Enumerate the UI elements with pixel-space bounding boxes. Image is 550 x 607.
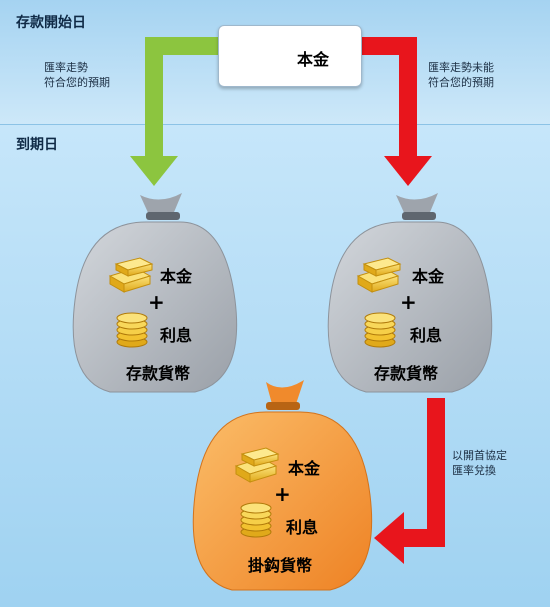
left-note: 匯率走勢 符合您的預期	[44, 60, 110, 90]
right-bag-interest: 利息	[410, 326, 443, 345]
right-bag-currency: 存款貨幣	[374, 364, 439, 383]
gray-bag-left	[72, 193, 238, 393]
gold-bars-icon	[234, 447, 280, 483]
conversion-note-line-2: 匯率兌換	[452, 464, 496, 477]
right-note-line-2: 符合您的預期	[428, 76, 494, 89]
bottom-bag-interest: 利息	[286, 518, 319, 537]
bottom-bag-currency: 掛鈎貨幣	[248, 556, 313, 575]
left-bag-plus: +	[148, 290, 165, 314]
left-note-line-1: 匯率走勢	[44, 61, 88, 74]
right-bag-principal: 本金	[412, 267, 445, 286]
orange-bag	[192, 380, 373, 591]
right-bag-plus: +	[400, 290, 417, 314]
left-bag-principal: 本金	[160, 267, 193, 286]
gold-bars-icon	[108, 257, 154, 293]
maturity-label: 到期日	[16, 137, 58, 153]
left-note-line-2: 符合您的預期	[44, 76, 110, 89]
left-bag-currency: 存款貨幣	[126, 364, 191, 383]
coins-icon	[364, 312, 396, 348]
right-note: 匯率走勢未能 符合您的預期	[428, 60, 494, 90]
conversion-note: 以開首協定 匯率兌換	[452, 448, 507, 478]
principal-box: 本金	[218, 25, 362, 87]
right-note-line-1: 匯率走勢未能	[428, 61, 494, 74]
coins-icon	[240, 502, 272, 538]
deposit-start-label: 存款開始日	[16, 15, 86, 31]
red-arrow-top	[360, 37, 432, 186]
left-bag-interest: 利息	[160, 326, 193, 345]
coins-icon	[116, 312, 148, 348]
red-arrow-bottom	[374, 398, 445, 564]
gold-bars-icon	[356, 257, 402, 293]
green-arrow	[130, 37, 218, 186]
principal-box-label: 本金	[297, 50, 330, 69]
conversion-note-line-1: 以開首協定	[452, 449, 507, 462]
bottom-bag-principal: 本金	[288, 459, 321, 478]
bottom-bag-plus: +	[274, 482, 291, 506]
